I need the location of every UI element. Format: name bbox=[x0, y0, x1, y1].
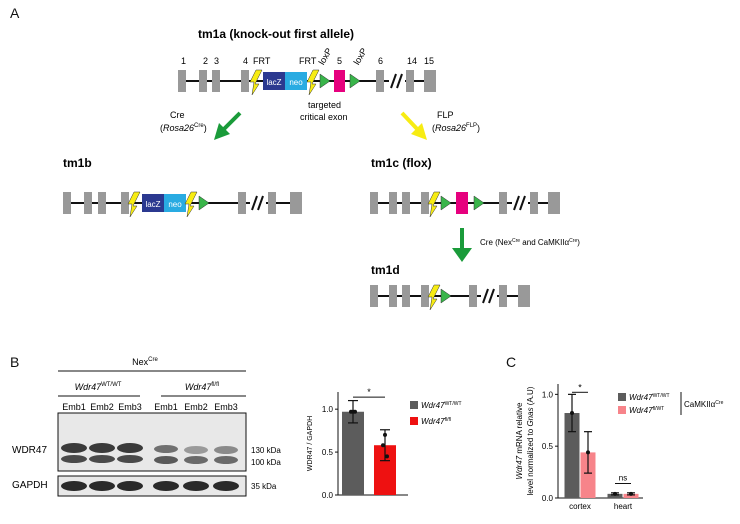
tm1b-title: tm1b bbox=[63, 156, 92, 170]
y-axis-label: Wdr47 mRNA relative bbox=[515, 402, 524, 479]
lane-label: Emb2 bbox=[184, 402, 208, 412]
lane-label: Emb1 bbox=[62, 402, 86, 412]
exon-number: 5 bbox=[337, 56, 342, 66]
data-point bbox=[613, 491, 617, 496]
bar bbox=[607, 493, 623, 498]
exon-number: 15 bbox=[424, 56, 434, 66]
group-wt-label: Wdr47WT/WT bbox=[75, 382, 122, 392]
kda-100-label: 100 kDa bbox=[251, 458, 281, 467]
data-point bbox=[381, 443, 385, 448]
bar bbox=[374, 445, 396, 495]
y-tick-label: 0.0 bbox=[542, 494, 554, 503]
cre-down-arrow bbox=[452, 228, 472, 262]
significance-star: * bbox=[367, 387, 371, 397]
bar bbox=[564, 413, 580, 498]
flp-sub-label: (Rosa26FLP) bbox=[432, 123, 480, 133]
neo-label: neo bbox=[168, 200, 182, 209]
x-tick-label: heart bbox=[614, 502, 633, 511]
exon-number: 4 bbox=[243, 56, 248, 66]
frt-label: FRT bbox=[299, 56, 317, 66]
data-point bbox=[629, 491, 633, 496]
tm1b-construct: lacZ neo bbox=[63, 191, 302, 218]
legend-swatch bbox=[410, 401, 418, 409]
tm1d-construct bbox=[370, 284, 530, 311]
loxp-label: loxP bbox=[352, 46, 369, 66]
legend-swatch bbox=[618, 406, 626, 414]
legend-label: Wdr47WT/WT bbox=[629, 393, 670, 402]
cre-arrow bbox=[214, 111, 242, 140]
cre-sub-label: (Rosa26Cre) bbox=[160, 123, 207, 133]
data-point bbox=[383, 432, 387, 437]
critical-exon-label: critical exon bbox=[300, 112, 348, 122]
y-axis-label: WDR47 / GAPDH bbox=[307, 416, 314, 471]
exon-number: 14 bbox=[407, 56, 417, 66]
neo-label: neo bbox=[289, 78, 303, 87]
ns-label: ns bbox=[619, 473, 627, 482]
data-point bbox=[353, 409, 357, 414]
panel-a-label: A bbox=[10, 5, 20, 21]
legend-swatch bbox=[410, 417, 418, 425]
wdr47-blot bbox=[57, 412, 247, 472]
panel-a-diagram: tm1a (knock-out first allele) 1 2 3 4 5 … bbox=[63, 27, 580, 311]
exon-number: 6 bbox=[378, 56, 383, 66]
tm1a-title: tm1a (knock-out first allele) bbox=[198, 27, 354, 41]
lacz-label: lacZ bbox=[266, 78, 281, 87]
significance-star: * bbox=[578, 382, 582, 392]
cre-label: Cre bbox=[170, 110, 185, 120]
lane-label: Emb1 bbox=[154, 402, 178, 412]
frt-label: FRT bbox=[253, 56, 271, 66]
y-axis-label-line2: level normalized to Gnas (A.U) bbox=[526, 386, 535, 495]
y-tick-label: 0.5 bbox=[542, 442, 554, 451]
y-tick-label: 1.0 bbox=[542, 390, 554, 399]
lane-label: Emb3 bbox=[214, 402, 238, 412]
y-tick-label: 0.0 bbox=[322, 491, 334, 500]
tm1c-construct bbox=[370, 191, 560, 218]
western-blot: NexCre Wdr47WT/WT Wdr47fl/fl Emb1 Emb2 E… bbox=[12, 357, 281, 497]
y-tick-label: 1.0 bbox=[322, 405, 334, 414]
exon-number: 2 bbox=[203, 56, 208, 66]
legend-label: Wdr47WT/WT bbox=[421, 401, 462, 410]
kda-35-label: 35 kDa bbox=[251, 482, 277, 491]
panel-b-label: B bbox=[10, 354, 20, 370]
data-point bbox=[570, 411, 574, 416]
flp-label: FLP bbox=[437, 110, 454, 120]
tm1d-title: tm1d bbox=[371, 263, 400, 277]
group-flfl-label: Wdr47fl/fl bbox=[185, 382, 219, 392]
bar bbox=[580, 452, 596, 498]
flp-arrow bbox=[400, 111, 427, 140]
data-point bbox=[385, 454, 389, 459]
tm1a-construct: lacZ neo bbox=[178, 69, 436, 96]
tm1c-title: tm1c (flox) bbox=[371, 156, 432, 170]
nex-cre-label: NexCre bbox=[132, 357, 158, 367]
panel-c-label: C bbox=[506, 354, 517, 370]
targeted-label: targeted bbox=[308, 100, 341, 110]
loxp-label: loxP bbox=[317, 46, 334, 66]
exon-number: 1 bbox=[181, 56, 186, 66]
y-tick-label: 0.5 bbox=[322, 448, 334, 457]
lane-label: Emb3 bbox=[118, 402, 142, 412]
gapdh-row-label: GAPDH bbox=[12, 480, 48, 491]
cre-nex-label: Cre (NexCre and CaMKIIαCre) bbox=[480, 238, 580, 247]
legend-label: Wdr47fl/WT bbox=[629, 406, 664, 415]
exon-number: 3 bbox=[214, 56, 219, 66]
bar bbox=[342, 411, 364, 495]
lane-label: Emb2 bbox=[90, 402, 114, 412]
legend-swatch bbox=[618, 393, 626, 401]
legend-side-label: CaMKIIαCre bbox=[684, 400, 724, 409]
kda-130-label: 130 kDa bbox=[251, 446, 281, 455]
x-tick-label: cortex bbox=[569, 502, 591, 511]
legend-label: Wdr47fl/fl bbox=[421, 417, 451, 426]
gapdh-blot bbox=[57, 475, 247, 497]
wdr47-row-label: WDR47 bbox=[12, 445, 47, 456]
data-point bbox=[586, 450, 590, 455]
bar bbox=[623, 493, 639, 498]
lacz-label: lacZ bbox=[145, 200, 160, 209]
